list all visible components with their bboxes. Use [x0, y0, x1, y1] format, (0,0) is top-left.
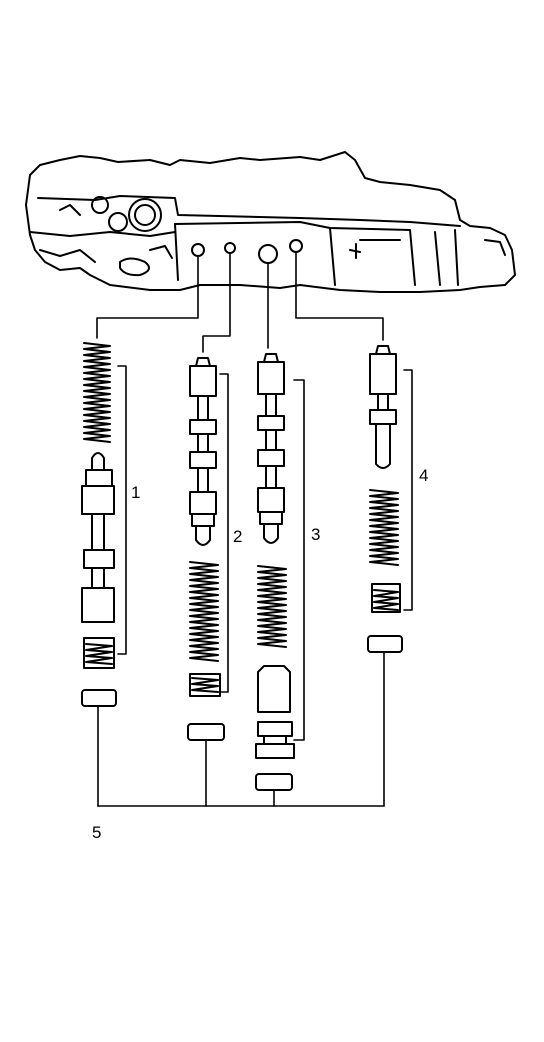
bore-port-4	[289, 239, 303, 253]
callout-5: 5	[92, 823, 101, 842]
valve-group-3	[255, 353, 305, 791]
spool-valve-4	[369, 345, 397, 469]
spring-2	[189, 561, 219, 662]
bore-leader-lines	[96, 251, 384, 353]
bore-port-2	[224, 242, 236, 254]
bracket-1	[117, 365, 127, 655]
sleeve-3	[257, 665, 291, 713]
callout-1: 1	[131, 483, 140, 502]
bracket-2	[219, 373, 229, 693]
retainer-plug-2	[189, 673, 221, 697]
spring-1a	[83, 342, 111, 443]
retainer-plug-1a	[83, 637, 115, 669]
end-plug-leader-lines	[97, 651, 385, 807]
stepped-plug-3	[255, 721, 295, 759]
spring-3	[257, 565, 287, 648]
valve-group-4	[367, 345, 413, 653]
end-plug-4	[367, 635, 403, 653]
bracket-4	[403, 369, 413, 611]
valve-group-1	[81, 342, 127, 707]
end-plug-3	[255, 773, 293, 791]
end-plug-2	[187, 723, 225, 741]
spool-valve-1	[81, 452, 115, 623]
spring-4	[369, 489, 399, 566]
callout-2: 2	[233, 527, 242, 546]
callout-4: 4	[419, 466, 428, 485]
bracket-3	[293, 379, 305, 741]
spool-valve-2	[189, 357, 217, 546]
bore-port-1	[191, 243, 205, 257]
valve-group-2	[187, 357, 229, 741]
spool-valve-3	[257, 353, 285, 544]
bore-port-3	[258, 244, 278, 264]
retainer-plug-4	[371, 583, 401, 613]
callout-3: 3	[311, 525, 320, 544]
end-plug-1	[81, 689, 117, 707]
valve-body-housing	[25, 151, 516, 293]
